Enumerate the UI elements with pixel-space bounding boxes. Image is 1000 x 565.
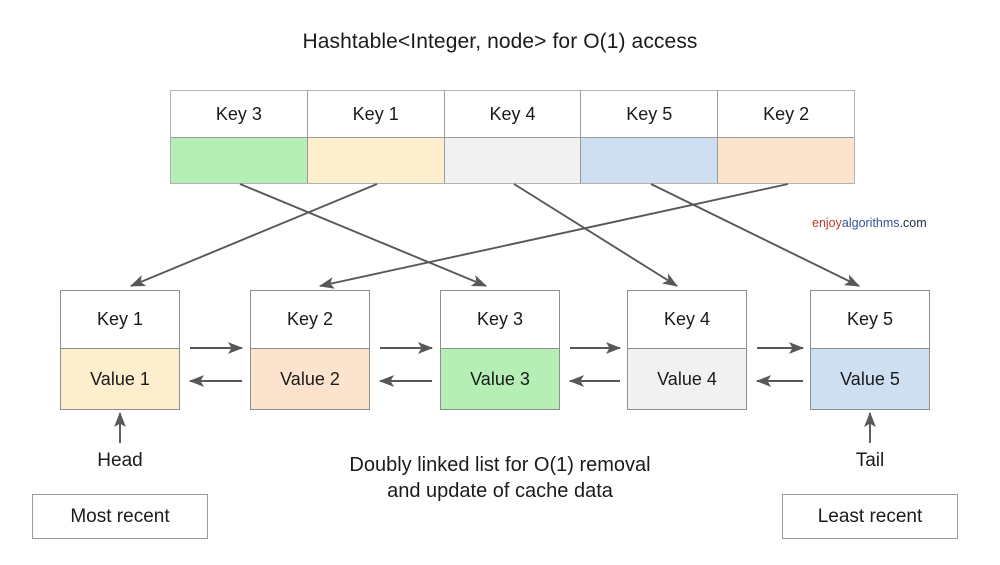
list-node-4-key: Key 4: [628, 291, 746, 349]
hashtable-cell-1[interactable]: Key 1: [307, 91, 445, 183]
list-node-5-key: Key 5: [811, 291, 929, 349]
list-node-4[interactable]: Key 4 Value 4: [627, 290, 747, 410]
hashtable-cell-3[interactable]: Key 5: [581, 91, 719, 183]
list-node-4-value: Value 4: [628, 349, 746, 409]
list-node-3[interactable]: Key 3 Value 3: [440, 290, 560, 410]
map-arrow-key4: [513, 183, 678, 287]
hashtable-key-4: Key 2: [718, 91, 854, 138]
list-node-5[interactable]: Key 5 Value 5: [810, 290, 930, 410]
hashtable: Key 3 Key 1 Key 4 Key 5 Key 2: [170, 90, 855, 184]
hashtable-key-3: Key 5: [581, 91, 718, 138]
hashtable-key-1: Key 1: [307, 91, 444, 138]
list-node-1-key: Key 1: [61, 291, 179, 349]
list-node-1-value: Value 1: [61, 349, 179, 409]
watermark-part-1: enjoy: [812, 216, 842, 230]
list-node-2-key: Key 2: [251, 291, 369, 349]
list-node-5-value: Value 5: [811, 349, 929, 409]
page-title: Hashtable<Integer, node> for O(1) access: [302, 30, 698, 53]
list-node-3-value: Value 3: [441, 349, 559, 409]
watermark-part-2: algorithms: [841, 216, 900, 230]
hashtable-slot-2: [444, 138, 581, 183]
watermark-part-3: .com: [899, 216, 927, 230]
watermark: enjoyalgorithms.com: [812, 216, 927, 230]
map-arrow-key3: [239, 183, 488, 287]
least-recent-box: Least recent: [782, 494, 958, 539]
hashtable-slot-1: [307, 138, 444, 183]
hashtable-key-2: Key 4: [444, 91, 581, 138]
hashtable-key-0: Key 3: [171, 91, 307, 138]
hashtable-cell-4[interactable]: Key 2: [718, 91, 854, 183]
hashtable-slot-4: [718, 138, 854, 183]
hashtable-cell-2[interactable]: Key 4: [444, 91, 582, 183]
hashtable-slot-0: [171, 138, 307, 183]
list-node-2[interactable]: Key 2 Value 2: [250, 290, 370, 410]
map-arrow-key2: [318, 183, 789, 289]
list-node-2-value: Value 2: [251, 349, 369, 409]
tail-label: Tail: [855, 450, 885, 471]
head-label: Head: [97, 450, 143, 471]
diagram-caption: Doubly linked list for O(1) removal and …: [280, 452, 720, 504]
list-node-1[interactable]: Key 1 Value 1: [60, 290, 180, 410]
hashtable-slot-3: [581, 138, 718, 183]
map-arrow-key5: [650, 183, 861, 287]
caption-line-2: and update of cache data: [387, 480, 613, 502]
hashtable-cell-0[interactable]: Key 3: [171, 91, 308, 183]
caption-line-1: Doubly linked list for O(1) removal: [349, 454, 651, 476]
most-recent-box: Most recent: [32, 494, 208, 539]
map-arrow-key1: [129, 183, 378, 287]
list-node-3-key: Key 3: [441, 291, 559, 349]
